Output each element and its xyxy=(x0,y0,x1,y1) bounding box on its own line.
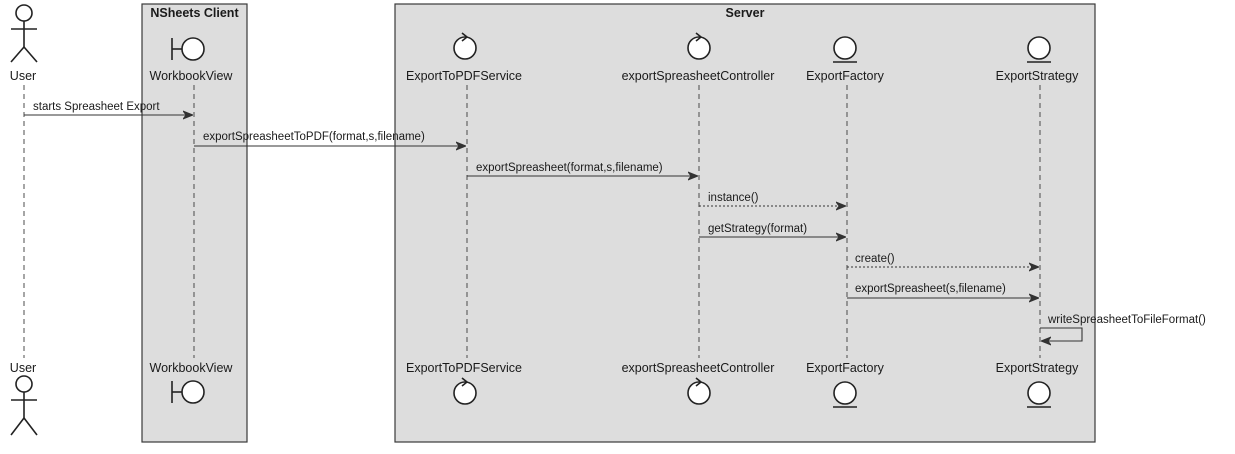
participant-export-strategy-top: ExportStrategy xyxy=(996,69,1079,83)
message-label: exportSpreasheet(format,s,filename) xyxy=(476,162,663,174)
control-icon xyxy=(687,377,711,405)
entity-icon xyxy=(833,381,857,408)
actor-stick-figure-icon xyxy=(10,375,38,436)
message-label: exportSpreasheetToPDF(format,s,filename) xyxy=(203,131,425,143)
message-label: create() xyxy=(855,253,895,265)
message-label: exportSpreasheet(s,filename) xyxy=(855,283,1006,295)
participant-workbook-view-bottom: WorkbookView xyxy=(150,361,234,375)
entity-icon xyxy=(1027,36,1051,63)
participant-workbook-view-top: WorkbookView xyxy=(150,69,234,83)
server-box xyxy=(394,3,1096,443)
message-label: writeSpreasheetToFileFormat() xyxy=(1047,314,1206,326)
client-box xyxy=(141,3,248,443)
actor-stick-figure-icon xyxy=(10,4,38,63)
message-label: getStrategy(format) xyxy=(708,223,807,235)
message-label: starts Spreasheet Export xyxy=(33,101,160,113)
participant-user-top: User xyxy=(10,69,36,83)
participant-export-strategy-bottom: ExportStrategy xyxy=(996,361,1079,375)
participant-user-bottom: User xyxy=(10,361,36,375)
entity-icon xyxy=(833,36,857,63)
participant-export-controller-bottom: exportSpreasheetController xyxy=(622,361,775,375)
participant-export-to-pdf-service-bottom: ExportToPDFService xyxy=(406,361,522,375)
control-icon xyxy=(453,377,477,405)
message-label: instance() xyxy=(708,192,759,204)
control-icon xyxy=(453,32,477,60)
control-icon xyxy=(687,32,711,60)
self-message-arrow xyxy=(1040,327,1083,341)
entity-icon xyxy=(1027,381,1051,408)
participant-export-to-pdf-service-top: ExportToPDFService xyxy=(406,69,522,83)
boundary-icon xyxy=(171,380,205,404)
boundary-icon xyxy=(171,37,205,61)
participant-export-factory-bottom: ExportFactory xyxy=(806,361,885,375)
server-box-title: Server xyxy=(726,6,765,20)
participant-export-factory-top: ExportFactory xyxy=(806,69,885,83)
client-box-title: NSheets Client xyxy=(150,6,239,20)
participant-export-controller-top: exportSpreasheetController xyxy=(622,69,775,83)
